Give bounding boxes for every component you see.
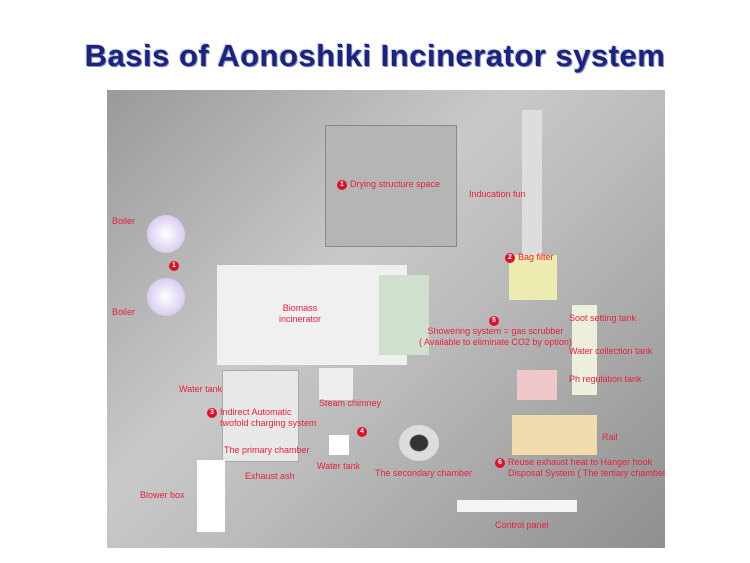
label-primary-chamber: The primary chamber	[224, 445, 310, 455]
induction-fan-duct	[522, 110, 542, 255]
label-number-4: 4	[357, 426, 370, 437]
label-ph: Ph regulation tank	[569, 374, 642, 384]
page-title: Basis of Aonoshiki Incinerator system	[84, 38, 666, 73]
label-text: ( Available to eliminate CO2 by option)	[419, 337, 572, 347]
label-biomass: Biomass incinerator	[279, 303, 322, 324]
label-control-panel: Control panel	[495, 520, 549, 530]
number-badge: 1	[337, 179, 347, 190]
label-steam-chimney: Steam chimney	[319, 398, 382, 408]
water-tank-block	[329, 435, 349, 455]
label-rail: Rail	[602, 432, 618, 442]
number-badge: 1	[169, 260, 179, 271]
number-badge: 3	[207, 407, 217, 418]
tertiary-chamber	[512, 415, 597, 455]
label-water-tank-mid: Water tank	[317, 461, 361, 471]
label-exhaust-ash: Exhaust ash	[245, 471, 295, 481]
tanks-column	[572, 305, 597, 395]
blower-box	[197, 460, 225, 532]
control-panel	[457, 500, 577, 512]
number-badge: 4	[357, 426, 367, 437]
number-badge: 2	[505, 252, 515, 263]
label-water-tank-left: Water tank	[179, 384, 223, 394]
steam-chimney	[319, 368, 353, 400]
bag-filter	[509, 255, 557, 300]
biomass-incinerator	[217, 265, 407, 365]
boiler-bottom	[147, 278, 185, 316]
label-blower: Blower box	[140, 490, 185, 500]
label-text: Drying structure space	[350, 179, 441, 189]
boiler-top	[147, 215, 185, 253]
label-text: Showering system = gas scrubber	[427, 326, 564, 336]
label-text: Indirect Automatic	[220, 407, 292, 417]
number-badge: 6	[495, 457, 505, 468]
biomass-window	[379, 275, 429, 355]
label-text: twofold charging system	[220, 418, 317, 428]
drying-structure-space	[325, 125, 457, 247]
secondary-chamber	[399, 425, 439, 461]
scrubber-tank	[517, 370, 557, 400]
number-badge: 5	[488, 315, 499, 326]
label-text: Bag filter	[518, 252, 554, 262]
label-induction-fan: Inducation fun	[469, 189, 526, 199]
label-boiler-number: 1	[169, 260, 182, 271]
label-boiler-top: Boiler	[112, 216, 136, 226]
label-water-collection: Water collection tank	[569, 346, 653, 356]
label-text: Reuse exhaust heat to Hanger hook	[508, 457, 653, 467]
label-soot: Soot setting tank	[569, 313, 637, 323]
label-secondary-chamber: The secondary chamber	[375, 468, 473, 478]
label-text: Disposal System ( The tertiary chamber )	[508, 468, 665, 478]
label-boiler-bottom: Boiler	[112, 307, 136, 317]
primary-chamber	[222, 370, 299, 462]
